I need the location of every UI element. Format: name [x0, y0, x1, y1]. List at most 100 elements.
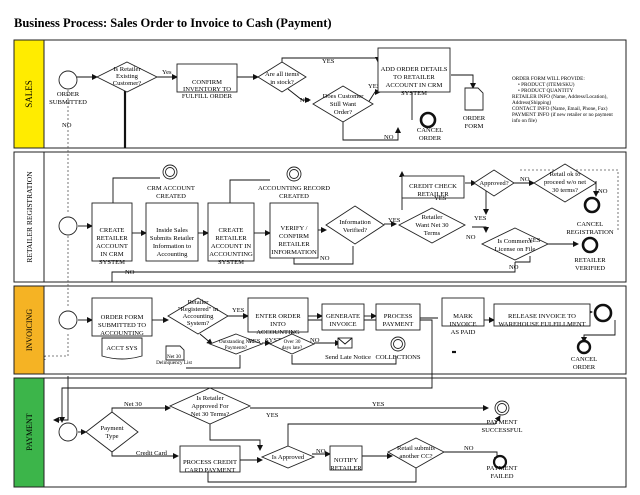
retailer-registered-decision — [167, 297, 229, 335]
invoicing-start — [58, 310, 78, 330]
inside-sales-task — [145, 202, 199, 262]
create-retailer-account-task — [91, 202, 133, 262]
release-invoice-task — [493, 303, 591, 327]
acct-sys-label: ACCT SYS — [106, 345, 138, 352]
label-no-existing: NO — [62, 122, 72, 129]
information-verified-decision — [325, 205, 385, 245]
mark-invoice-paid-task — [441, 297, 485, 327]
label-credit-card: Credit Card — [136, 450, 168, 457]
lane-sales-label: SALES — [24, 80, 34, 108]
label-yes-verified: YES — [388, 217, 401, 224]
label-no-submit-cc: NO — [464, 445, 474, 452]
retailer-existing-decision — [95, 61, 159, 93]
label-yes-existing: Yes — [162, 69, 172, 76]
acct-sys-database — [101, 337, 143, 360]
approved-decision — [473, 169, 515, 197]
label-no-want: NO — [384, 134, 394, 141]
notify-retailer-task — [329, 445, 363, 471]
generate-invoice-task — [321, 303, 365, 331]
lane-sales: SALES — [13, 39, 627, 149]
create-accounting-task — [207, 202, 255, 262]
label-no-license: NO — [509, 264, 519, 271]
cancel-order-end — [419, 111, 437, 129]
label-yes-net30-terms-lower: YES — [266, 412, 279, 419]
retail-ok-decision — [533, 163, 597, 203]
net30-terms-decision — [168, 387, 252, 425]
label-yes-approved: YES — [474, 215, 487, 222]
label-yes-license: YES — [528, 237, 541, 244]
outstanding-payments-decision — [208, 333, 264, 355]
lane-retailer-label: RETAILER REGISTRATION — [25, 171, 34, 263]
label-yes-want: YES — [368, 83, 381, 90]
label-no-retail-ok: NO — [598, 188, 608, 195]
confirm-inventory-task — [176, 63, 238, 93]
retailer-verified-end — [581, 236, 599, 254]
label-yes-net30: YES — [434, 195, 447, 202]
commerce-license-decision — [480, 227, 550, 261]
collections-event-inner — [393, 339, 403, 349]
is-approved-decision — [260, 445, 316, 469]
label-no-over30: NO — [310, 337, 320, 344]
envelope-icon — [337, 337, 353, 349]
crm-account-created-event-inner — [165, 167, 175, 177]
send-late-notice-label: Send Late Notice — [325, 354, 371, 361]
retailer-start — [58, 216, 78, 236]
add-order-details-task — [377, 47, 451, 93]
payment-successful-event-inner — [497, 403, 507, 413]
items-in-stock-decision — [257, 61, 307, 93]
verify-confirm-task — [269, 202, 319, 259]
invoicing-cancel-order-end — [576, 339, 592, 355]
payment-type-decision — [85, 411, 139, 453]
collections-label: COLLECTIONS — [375, 354, 420, 361]
over-30-days-decision — [268, 333, 316, 355]
cancel-registration-end — [583, 196, 601, 214]
label-no-approved: NO — [520, 176, 530, 183]
accounting-record-created-event-inner — [289, 169, 299, 179]
customer-want-decision — [312, 85, 374, 123]
label-no-is-approved: NO — [316, 448, 326, 455]
retail-submit-cc-decision — [387, 437, 445, 469]
lane-invoicing-header — [13, 285, 45, 375]
order-form-document — [464, 87, 484, 111]
lane-payment-label: PAYMENT — [25, 413, 34, 450]
process-payment-task — [375, 303, 421, 331]
enter-order-task — [247, 297, 309, 333]
lane-invoicing-label: INVOICING — [25, 309, 34, 351]
